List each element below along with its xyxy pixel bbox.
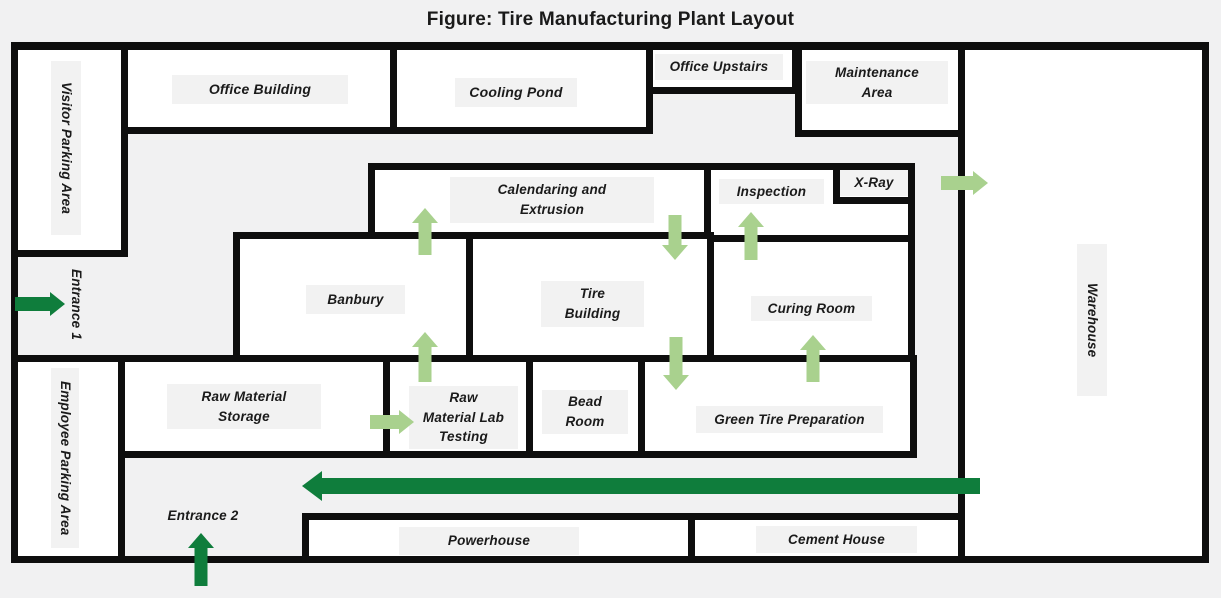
label-curing-room: Curing Room [751, 296, 872, 321]
label-cement-house: Cement House [756, 526, 917, 553]
flow-arrow-banbury-to-calendaring-icon [411, 208, 438, 255]
flow-arrow-tire-building-to-green-tire-prep-icon [662, 337, 689, 390]
label-warehouse: Warehouse [1077, 244, 1107, 396]
flow-arrow-calendaring-to-tire-building-icon [661, 215, 688, 260]
label-bead-room: Bead Room [542, 390, 628, 434]
flow-arrow-storage-to-lab-icon [370, 408, 414, 435]
label-entrance-1: Entrance 1 [68, 269, 84, 341]
label-green-tire-preparation: Green Tire Preparation [696, 406, 883, 433]
label-office-upstairs: Office Upstairs [655, 54, 783, 80]
label-raw-material-lab-testing: Raw Material Lab Testing [409, 386, 518, 449]
label-office-building: Office Building [172, 75, 348, 104]
label-entrance-2: Entrance 2 [167, 508, 239, 524]
label-maintenance-area: Maintenance Area [806, 61, 948, 104]
label-calendaring-extrusion: Calendaring and Extrusion [450, 177, 654, 223]
label-visitor-parking: Visitor Parking Area [51, 61, 81, 235]
label-powerhouse: Powerhouse [399, 527, 579, 555]
flow-arrow-xray-to-warehouse-icon [941, 169, 988, 197]
label-cooling-pond: Cooling Pond [455, 78, 577, 107]
label-employee-parking: Employee Parking Area [51, 368, 79, 548]
label-xray: X-Ray [840, 170, 908, 196]
flow-arrow-curing-to-inspection-icon [737, 212, 764, 260]
entrance-1-arrow-icon [15, 291, 65, 316]
flow-arrow-lab-to-banbury-icon [411, 332, 438, 382]
entrance-2-arrow-icon [187, 533, 214, 586]
label-raw-material-storage: Raw Material Storage [167, 384, 321, 429]
label-inspection: Inspection [719, 179, 824, 204]
flow-arrow-green-tire-prep-to-curing-icon [799, 335, 826, 382]
label-tire-building: Tire Building [541, 281, 644, 327]
label-banbury: Banbury [306, 285, 405, 314]
figure-title: Figure: Tire Manufacturing Plant Layout [426, 9, 795, 30]
main-road-arrow-icon [302, 471, 980, 501]
